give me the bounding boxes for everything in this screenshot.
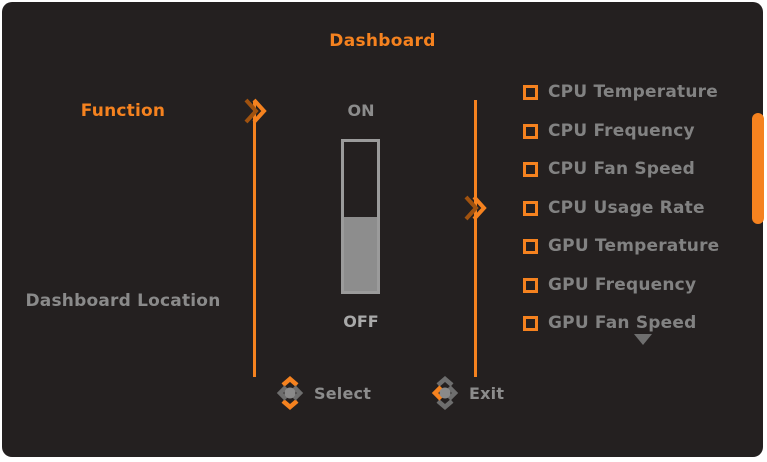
option-label: CPU Frequency [548,121,695,141]
dpad-down-arrow [436,399,454,410]
checkbox-unchecked[interactable] [523,200,538,216]
chevron-back-stroke [464,195,479,221]
checkbox-unchecked[interactable] [523,123,538,139]
chevron-front-stroke [472,195,487,221]
option-row[interactable]: GPU Fan Speed [523,312,697,334]
exit-hint-label: Exit [469,383,505,403]
option-label: GPU Temperature [548,236,720,256]
hint-select: Select [275,376,371,410]
option-row[interactable]: CPU Usage Rate [523,197,705,219]
toggle-slider-fill [344,217,377,291]
dpad-right-arrow [447,385,459,401]
option-row[interactable]: CPU Fan Speed [523,158,695,180]
option-label: CPU Usage Rate [548,198,705,218]
option-label: CPU Fan Speed [548,159,696,179]
toggle-off-label: OFF [343,312,379,331]
dpad-down-arrow [281,399,299,410]
select-hint-label: Select [314,383,372,403]
dpad-center-dot [284,387,296,399]
dpad-left-arrow [431,385,443,401]
chevron-right-icon [244,98,267,124]
option-row[interactable]: GPU Temperature [523,235,719,257]
divider-line-1 [253,102,256,377]
checkbox-unchecked[interactable] [523,238,538,254]
divider-line-2 [474,100,477,377]
chevron-back-stroke [244,98,259,124]
chevron-front-stroke [252,98,267,124]
menu-item-function[interactable]: Function [80,101,166,121]
checkbox-unchecked[interactable] [523,84,538,100]
checkbox-unchecked[interactable] [523,315,538,331]
checkbox-unchecked[interactable] [523,161,538,177]
dpad-select-icon [276,376,304,410]
dpad-left-arrow [276,385,288,401]
checkbox-unchecked[interactable] [523,277,538,293]
option-label: CPU Temperature [548,82,718,102]
dpad-up-arrow [436,376,454,387]
option-label: GPU Fan Speed [548,313,697,333]
dpad-right-arrow [292,385,304,401]
function-toggle-slider[interactable] [341,139,380,294]
dpad-center-dot [439,387,451,399]
option-row[interactable]: GPU Frequency [523,274,696,296]
toggle-on-label: ON [347,101,375,120]
dpad-exit-icon [431,376,459,410]
dpad-up-arrow [281,376,299,387]
chevron-right-icon [464,195,487,221]
option-label: GPU Frequency [548,275,697,295]
page-title: Dashboard [329,31,436,51]
scroll-down-icon [634,334,652,345]
menu-item-dashboard-location[interactable]: Dashboard Location [25,291,221,311]
option-row[interactable]: CPU Temperature [523,81,718,103]
scrollbar-thumb[interactable] [752,113,764,224]
option-row[interactable]: CPU Frequency [523,120,695,142]
hint-exit: Exit [430,376,504,410]
osd-panel: Dashboard Function Dashboard Location ON… [2,2,764,457]
